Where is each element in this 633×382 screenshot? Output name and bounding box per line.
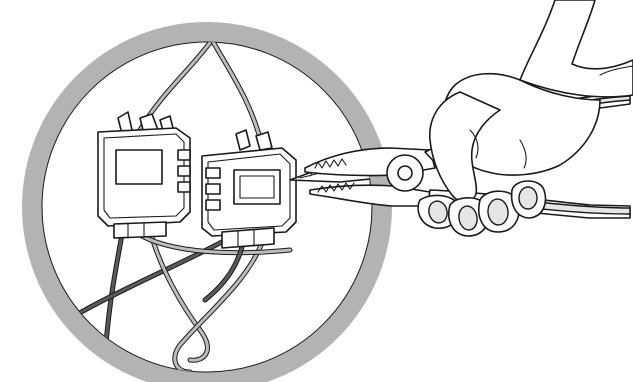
hand-icon (418, 0, 633, 236)
connector-icon (98, 112, 190, 238)
